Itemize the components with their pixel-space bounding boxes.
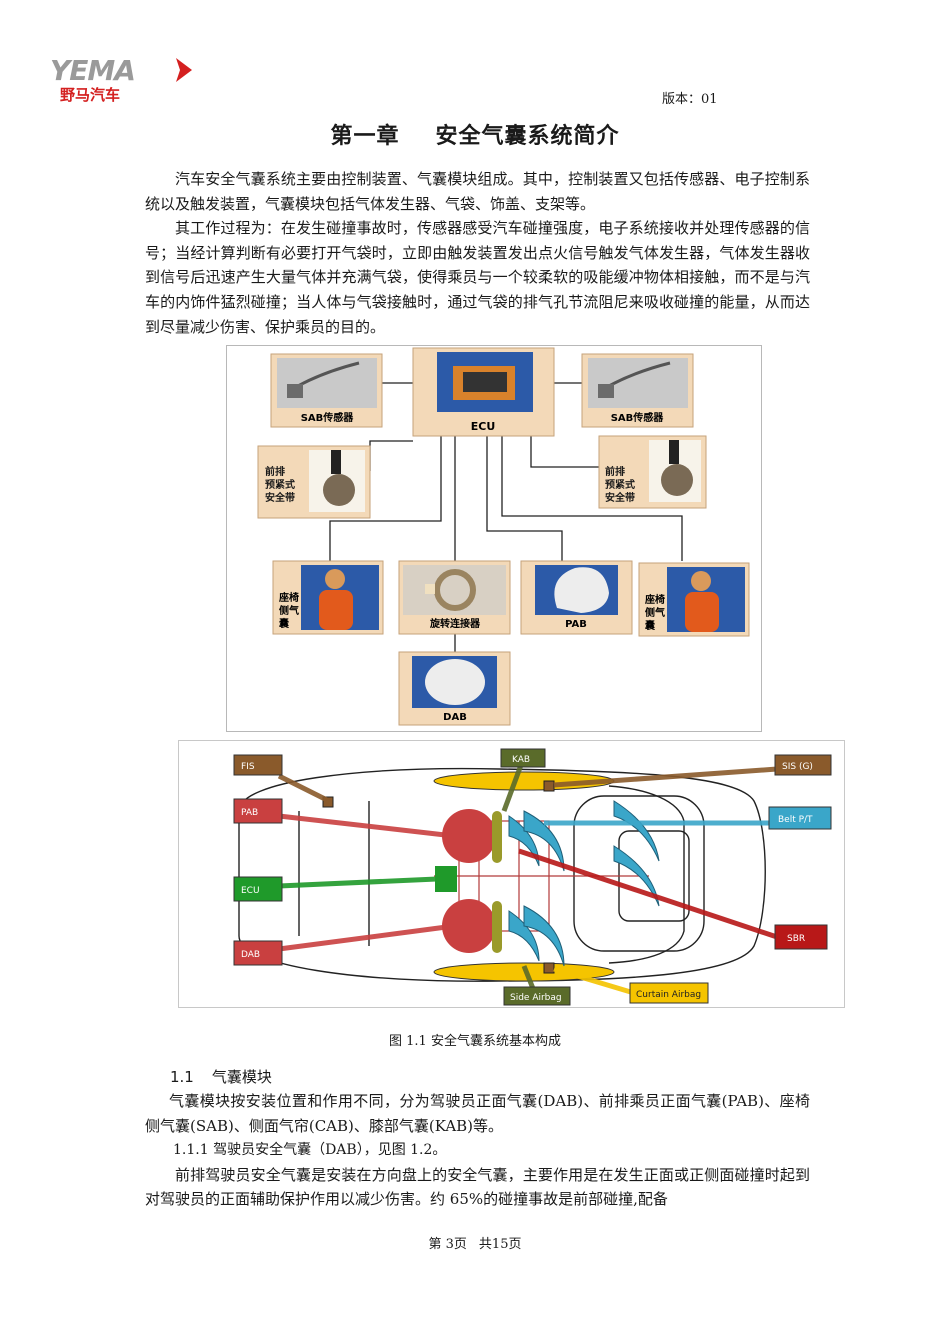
paragraph: 其工作过程为：在发生碰撞事故时，传感器感受汽车碰撞强度，电子系统接收并处理传感器… bbox=[145, 219, 810, 336]
callout-sbr: SBR bbox=[774, 924, 828, 950]
callout-kab: KAB bbox=[500, 748, 546, 768]
page-total: 共15页 bbox=[478, 1237, 522, 1252]
svg-text:Belt P/T: Belt P/T bbox=[778, 815, 813, 825]
page-footer: 第 3页共15页 bbox=[0, 1233, 950, 1252]
car-outline bbox=[238, 767, 766, 982]
seat-airbag-right-label: 座椅侧气囊 bbox=[644, 593, 665, 632]
leader-lines bbox=[277, 764, 778, 996]
svg-text:PAB: PAB bbox=[241, 808, 258, 818]
callout-dab: DAB bbox=[233, 940, 283, 966]
svg-text:SIS (G): SIS (G) bbox=[782, 762, 813, 772]
yema-logo: YEMA 野马汽车 bbox=[50, 54, 192, 104]
logo-arrow-icon bbox=[176, 58, 192, 82]
car-airbag-layout: FIS PAB ECU DAB KAB SIS (G) Belt P/T SBR… bbox=[178, 740, 845, 1008]
paragraph: 汽车安全气囊系统主要由控制装置、气囊模块组成。其中，控制装置又包括传感器、电子控… bbox=[145, 170, 810, 213]
seatbelt-shapes bbox=[508, 800, 660, 967]
callout-curtain-airbag: Curtain Airbag bbox=[629, 982, 709, 1004]
callout-sis: SIS (G) bbox=[774, 754, 832, 776]
callout-side-airbag: Side Airbag bbox=[503, 986, 571, 1006]
pab-label: PAB bbox=[565, 619, 587, 630]
belt-left-label: 前排预紧式安全带 bbox=[265, 465, 295, 504]
paragraph: 1.1.1 驾驶员安全气囊（DAB），见图 1.2。 bbox=[173, 1142, 447, 1159]
pab-bag bbox=[442, 809, 496, 863]
page-number: 第 3页 bbox=[428, 1237, 467, 1252]
section-number: 1.1 bbox=[170, 1068, 194, 1086]
paragraph: 前排驾驶员安全气囊是安装在方向盘上的安全气囊，主要作用是在发生正面或正侧面碰撞时… bbox=[145, 1165, 810, 1209]
section-heading: 1.1 气囊模块 bbox=[170, 1066, 272, 1087]
svg-text:SBR: SBR bbox=[787, 934, 805, 944]
svg-text:ECU: ECU bbox=[241, 886, 260, 896]
clockspring-label: 旋转连接器 bbox=[429, 617, 481, 630]
intro-text: 汽车安全气囊系统主要由控制装置、气囊模块组成。其中，控制装置又包括传感器、电子控… bbox=[145, 167, 810, 339]
chapter-title: 安全气囊系统简介 bbox=[435, 124, 620, 149]
logo-wordmark: YEMA bbox=[50, 54, 135, 87]
seat-airbag-left-label: 座椅侧气囊 bbox=[278, 591, 299, 630]
version-label: 版本：01 bbox=[662, 92, 718, 107]
svg-text:KAB: KAB bbox=[512, 755, 530, 765]
ecu-box bbox=[435, 866, 457, 892]
svg-text:Curtain Airbag: Curtain Airbag bbox=[636, 990, 701, 1000]
paragraph: 气囊模块按安装位置和作用不同，分为驾驶员正面气囊(DAB)、前排乘员正面气囊(P… bbox=[145, 1092, 810, 1135]
sab-sensor-right-label: SAB传感器 bbox=[611, 411, 665, 424]
figure-caption: 图 1.1 安全气囊系统基本构成 bbox=[389, 1034, 561, 1049]
system-block-diagram: ECU SAB传感器 SAB传感器 前排预紧式安全带 前排预紧式安全带 座椅侧气… bbox=[226, 345, 762, 732]
chapter-number: 第一章 bbox=[330, 124, 400, 149]
svg-text:Side Airbag: Side Airbag bbox=[510, 993, 562, 1003]
logo-chinese: 野马汽车 bbox=[60, 86, 120, 104]
svg-text:DAB: DAB bbox=[241, 950, 260, 960]
callout-fis: FIS bbox=[233, 754, 283, 776]
svg-text:FIS: FIS bbox=[241, 762, 255, 772]
chapter-heading: 第一章 安全气囊系统简介 bbox=[0, 118, 950, 150]
dab-label: DAB bbox=[443, 712, 467, 723]
section-title: 气囊模块 bbox=[211, 1068, 272, 1086]
dab-bag bbox=[442, 899, 496, 953]
ecu-label: ECU bbox=[471, 420, 496, 433]
sab-sensor-left-label: SAB传感器 bbox=[301, 411, 355, 424]
module-text: 气囊模块按安装位置和作用不同，分为驾驶员正面气囊(DAB)、前排乘员正面气囊(P… bbox=[145, 1089, 810, 1212]
belt-right-label: 前排预紧式安全带 bbox=[605, 465, 635, 504]
callout-pab: PAB bbox=[233, 798, 283, 824]
callout-ecu: ECU bbox=[233, 876, 283, 902]
callout-belt: Belt P/T bbox=[768, 806, 832, 830]
